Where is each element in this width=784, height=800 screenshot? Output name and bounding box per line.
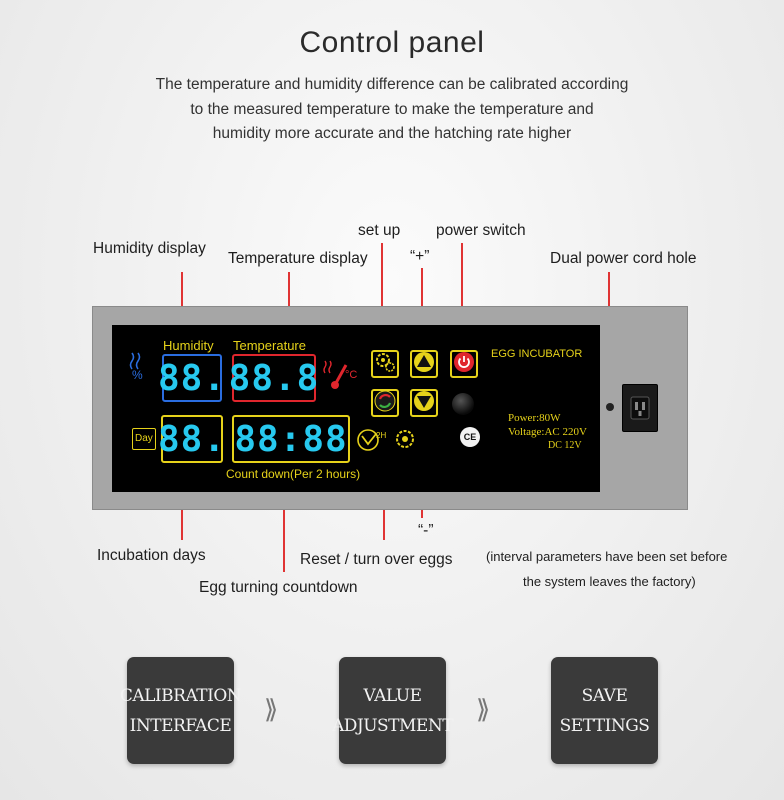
settings-gear-button[interactable] [371,350,399,378]
incubation-days-label: Incubation days [97,547,206,564]
step-save-card: SAVE SETTINGS [551,657,658,764]
reset-turn-label: Reset / turn over eggs [300,551,453,568]
temperature-digits: 88.8 [229,354,318,402]
day-icon-text: Day [135,433,153,444]
power-spec: Power:80W [508,412,561,424]
knob-icon[interactable] [452,393,474,415]
turn-timer-icon: 2H [356,426,388,459]
reset-turn-button[interactable] [371,389,399,417]
lcd-screen: Humidity % 88. Temperature 88.8 °C Day 8… [112,325,600,492]
screen-humidity-label: Humidity [163,338,214,353]
countdown-digits: 88:88 [232,415,350,463]
svg-text:%: % [132,368,143,381]
small-gear-icon [394,428,416,455]
humidity-digits: 88. [158,354,225,402]
power-icon [453,351,475,378]
power-switch-label: power switch [436,222,526,239]
power-socket-icon [622,384,658,432]
step-2-line-1: VALUE [363,685,423,706]
screen-temperature-label: Temperature [233,338,306,353]
leader-days [181,480,183,540]
dc-spec: DC 12V [548,440,582,451]
step-3-line-1: SAVE [581,685,628,706]
double-chevron-icon: ⟩⟩ [264,694,279,724]
page-title: Control panel [299,26,485,59]
ce-mark-text: CE [463,432,477,442]
svg-text:2H: 2H [376,431,386,440]
step-1-line-2: INTERFACE [129,715,232,736]
humidity-display-label: Humidity display [93,240,206,257]
up-arrow-icon [413,351,435,378]
cord-dot [606,403,614,411]
settings-gear-icon [374,351,396,378]
step-2-line-2: ADJUSTMENT [331,715,454,736]
intro-line-3: humidity more accurate and the hatching … [212,125,572,142]
brand-label: EGG INCUBATOR [491,348,583,360]
up-button[interactable] [410,350,438,378]
leader-setup [381,243,383,346]
power-button[interactable] [450,350,478,378]
ce-mark-icon: CE [460,427,480,447]
intro-line-1: The temperature and humidity difference … [155,76,629,93]
countdown-label: Egg turning countdown [199,579,358,596]
celsius-unit: °C [345,369,358,381]
dual-power-cord-label: Dual power cord hole [550,250,697,267]
step-1-line-1: CALIBRATION [119,685,242,706]
down-button[interactable] [410,389,438,417]
thermometer-icon [322,359,358,398]
set-up-label: set up [358,222,401,239]
double-chevron-icon: ⟩⟩ [476,694,491,724]
plus-label: “+” [410,248,430,265]
step-value-card: VALUE ADJUSTMENT [332,657,454,764]
countdown-caption: Count down(Per 2 hours) [226,467,361,481]
minus-label: “-” [418,522,434,539]
voltage-spec: Voltage:AC 220V [508,426,587,438]
leader-power [461,243,463,346]
day-calendar-icon [132,428,156,450]
down-arrow-icon [413,390,435,417]
step-3-line-2: SETTINGS [559,715,650,736]
day-digits: 88. [158,415,225,463]
leader-countdown [283,478,285,572]
humidity-icon: % [128,351,154,386]
note-line-2: the system leaves the factory) [523,574,696,589]
reset-arrows-icon [374,390,396,417]
step-calibration-card: CALIBRATION INTERFACE [120,657,242,764]
temperature-display-label: Temperature display [228,250,368,267]
note-line-1: (interval parameters have been set befor… [486,549,728,564]
intro-line-2: to the measured temperature to make the … [190,101,594,118]
